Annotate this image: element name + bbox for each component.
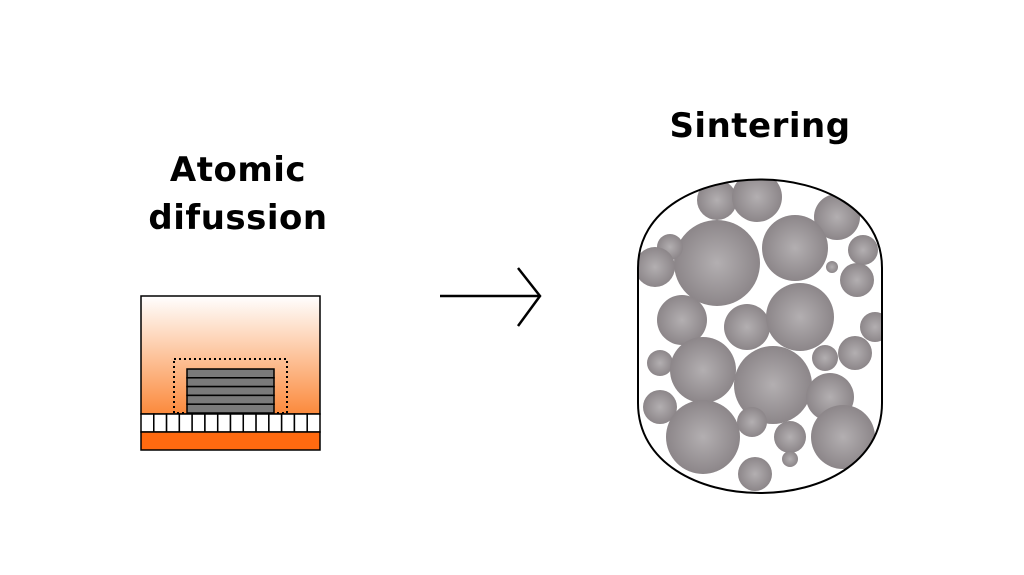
substrate-tile: [153, 413, 168, 433]
stack-layer: [186, 394, 275, 405]
sintering-title: Sintering: [669, 106, 851, 146]
substrate-tile: [216, 413, 232, 433]
atomic-diffusion-figure: [140, 295, 321, 451]
substrate-tile: [280, 413, 296, 433]
substrate-tile: [204, 413, 219, 433]
particle: [812, 345, 838, 371]
particle: [697, 180, 737, 220]
substrate-tile: [255, 413, 270, 433]
orange-base: [140, 431, 321, 451]
stack-layer: [186, 377, 275, 388]
particle: [666, 400, 740, 474]
stack-layer: [186, 385, 275, 397]
particle: [774, 421, 806, 453]
particle: [643, 390, 677, 424]
particle: [860, 312, 882, 342]
substrate-tile: [306, 413, 321, 433]
layer-stack: [186, 368, 275, 414]
particle: [670, 337, 736, 403]
particle: [638, 247, 675, 287]
particle: [737, 407, 767, 437]
substrate-tile: [178, 413, 193, 433]
particle: [782, 451, 798, 467]
particle: [840, 263, 874, 297]
dotted-boundary: [173, 358, 288, 414]
particle: [647, 350, 673, 376]
stack-layer: [186, 368, 275, 379]
particle: [734, 346, 812, 424]
particle: [657, 295, 707, 345]
title-line-2: difussion: [148, 198, 328, 238]
atomic-diffusion-title: Atomic difussion: [128, 146, 348, 242]
substrate-tile: [293, 413, 308, 433]
capsule-outline: [637, 178, 883, 494]
particle: [826, 261, 838, 273]
particle: [674, 220, 760, 306]
particle: [724, 304, 770, 350]
particle: [848, 235, 878, 265]
substrate-tile: [140, 413, 155, 433]
title-line-1: Atomic: [169, 150, 307, 190]
particle: [838, 336, 872, 370]
substrate-tile: [268, 413, 283, 433]
particle: [738, 457, 772, 491]
arrow-icon: [440, 267, 542, 327]
substrate-tiles: [140, 413, 321, 433]
particle: [762, 215, 828, 281]
substrate-tile: [242, 413, 257, 433]
particle: [766, 283, 834, 351]
particle: [811, 405, 875, 469]
particle: [732, 179, 782, 222]
substrate-tile: [229, 413, 245, 433]
sintering-figure: [637, 178, 883, 494]
stack-layer: [186, 403, 275, 414]
substrate-tile: [165, 413, 181, 433]
substrate-tile: [191, 413, 206, 433]
